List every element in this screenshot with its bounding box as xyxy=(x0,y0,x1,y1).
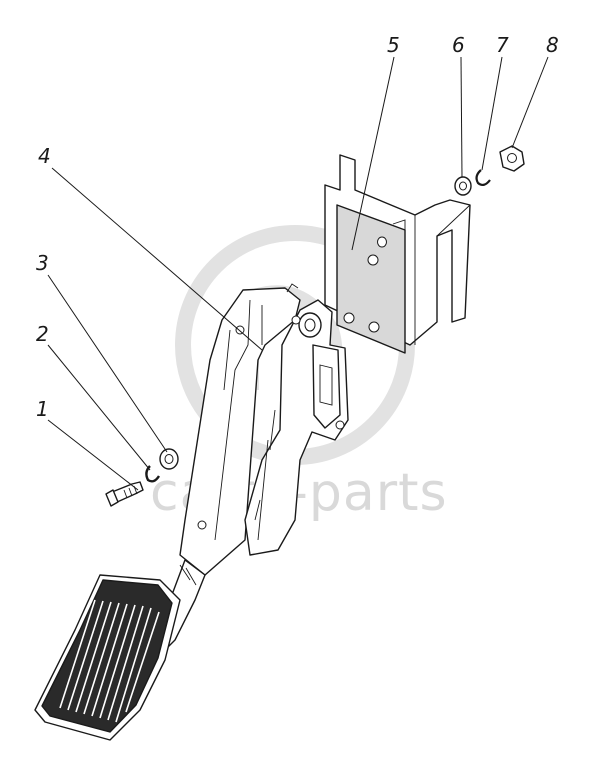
pedal-lever-frame xyxy=(179,287,301,576)
pedal-pivot-inner xyxy=(304,318,316,332)
pedal-stud xyxy=(286,283,299,293)
bracket-edge xyxy=(339,155,471,345)
bolt-1-head xyxy=(105,489,119,507)
plate-hole xyxy=(377,236,387,248)
pedal-sensor-slot xyxy=(319,364,333,406)
flat-washer-3-hole xyxy=(164,454,174,464)
callout-number: 7 xyxy=(496,33,509,57)
spring-washer-2 xyxy=(145,465,161,483)
plate-hole xyxy=(367,254,379,266)
pedal-bolt-hole xyxy=(335,420,345,430)
pedal-bolt-hole xyxy=(197,520,207,530)
pedal-bolt-hole xyxy=(235,325,245,335)
pedal-pad xyxy=(34,574,181,741)
callout-number: 6 xyxy=(452,33,465,57)
leader-line xyxy=(47,419,139,491)
pedal-sensor-housing xyxy=(312,344,341,429)
callouts: 1 2 3 4 5 6 7 8 xyxy=(36,33,559,491)
callout-number: 2 xyxy=(36,322,49,346)
leader-line xyxy=(47,344,151,471)
callout-5: 5 xyxy=(351,33,400,251)
spring-washer-7 xyxy=(475,169,491,187)
callout-number: 4 xyxy=(38,144,51,168)
bracket-assembly xyxy=(324,154,471,354)
callout-number: 1 xyxy=(36,397,49,421)
callout-number: 5 xyxy=(387,33,400,57)
callout-7: 7 xyxy=(481,33,509,171)
pedal-rib xyxy=(254,409,276,541)
leader-line xyxy=(481,56,503,171)
callout-number: 8 xyxy=(546,33,559,57)
bracket-plate-lip xyxy=(392,219,406,230)
leader-line xyxy=(511,56,549,149)
leader-line xyxy=(351,56,395,251)
callout-2: 2 xyxy=(36,322,151,471)
pedal-bolt-hole xyxy=(291,315,301,325)
plate-hole xyxy=(343,312,355,324)
callout-4: 4 xyxy=(38,144,263,351)
flat-washer-6-hole xyxy=(459,181,467,191)
callout-8: 8 xyxy=(511,33,559,149)
callout-1: 1 xyxy=(36,397,139,491)
callout-number: 3 xyxy=(36,251,49,275)
callout-6: 6 xyxy=(452,33,465,178)
hex-nut-8-hole xyxy=(507,153,517,163)
plate-hole xyxy=(368,321,380,333)
callout-3: 3 xyxy=(36,251,168,453)
pedal-pad-ribs xyxy=(59,599,160,723)
leader-line xyxy=(460,56,463,178)
leader-line xyxy=(51,167,263,351)
pedal-arm-link xyxy=(179,564,197,586)
pedal-lever-inner xyxy=(214,299,263,541)
fasteners-top xyxy=(454,145,525,196)
leader-line xyxy=(47,274,168,453)
